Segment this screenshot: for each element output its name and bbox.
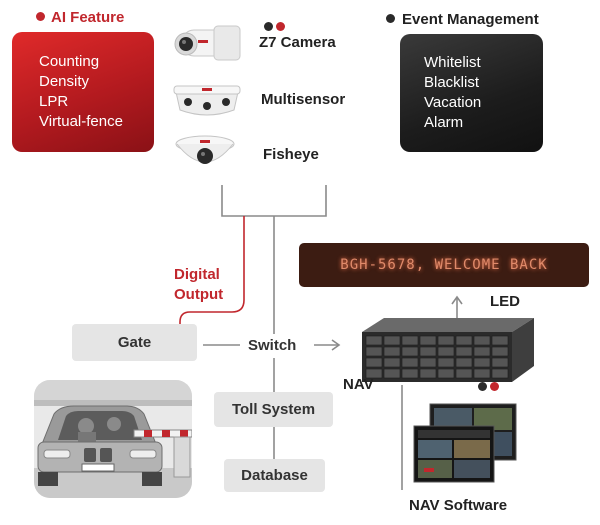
ai-feature-card: Counting Density LPR Virtual-fence [12, 32, 154, 152]
fisheye-camera-icon [175, 135, 235, 164]
toll-system-label: Toll System [231, 401, 316, 418]
red-dot-icon [276, 22, 285, 31]
ai-feature-item: LPR [39, 93, 69, 110]
nav-model-dots [478, 378, 502, 396]
ai-feature-heading: AI Feature [36, 9, 124, 26]
camera-bracket [221, 185, 327, 217]
car-gate-illustration [34, 380, 192, 498]
ai-feature-item: Counting [39, 53, 100, 70]
digital-output-line2: Output [174, 286, 224, 303]
nav-software-label: NAV Software [409, 497, 508, 514]
toll-system-box: Toll System [214, 392, 333, 427]
led-display-text: BGH-5678, WELCOME BACK [340, 257, 548, 273]
red-dot-icon [490, 382, 499, 391]
ai-feature-item: Virtual-fence [39, 113, 123, 130]
event-management-heading: Event Management [386, 11, 539, 28]
event-item: Blacklist [424, 74, 480, 91]
event-item: Alarm [424, 114, 464, 131]
event-management-card: Whitelist Blacklist Vacation Alarm [400, 34, 543, 152]
ai-feature-title: AI Feature [51, 9, 125, 26]
multisensor-label: Multisensor [261, 91, 346, 108]
nav-to-led-arrowhead [451, 295, 463, 305]
multisensor-camera-icon [173, 85, 241, 116]
bullet-camera-icon [174, 25, 241, 61]
led-label: LED [490, 293, 520, 310]
led-display: BGH-5678, WELCOME BACK [299, 243, 589, 287]
digital-output-line1: Digital [174, 266, 220, 283]
database-box: Database [224, 459, 325, 492]
model-dots [264, 18, 288, 36]
gate-label: Gate [117, 334, 152, 351]
z7-camera-label: Z7 Camera [259, 34, 336, 51]
digital-output-line [179, 216, 245, 324]
event-item: Vacation [424, 94, 482, 111]
digital-output-label: Digital Output [174, 265, 223, 305]
fisheye-label: Fisheye [263, 146, 319, 163]
switch-to-nav-arrowhead [331, 339, 341, 351]
event-management-title: Event Management [402, 11, 539, 28]
black-dot-icon [264, 22, 273, 31]
event-item: Whitelist [424, 54, 481, 71]
red-dot-icon [36, 12, 45, 21]
black-dot-icon [386, 14, 395, 23]
ai-feature-item: Density [39, 73, 90, 90]
nav-server-icon [362, 318, 534, 382]
black-dot-icon [478, 382, 487, 391]
database-label: Database [241, 467, 308, 484]
nav-software-screens-icon [413, 403, 517, 483]
nav-label: NAV [343, 376, 374, 393]
gate-box: Gate [72, 324, 197, 361]
switch-label: Switch [248, 337, 297, 354]
